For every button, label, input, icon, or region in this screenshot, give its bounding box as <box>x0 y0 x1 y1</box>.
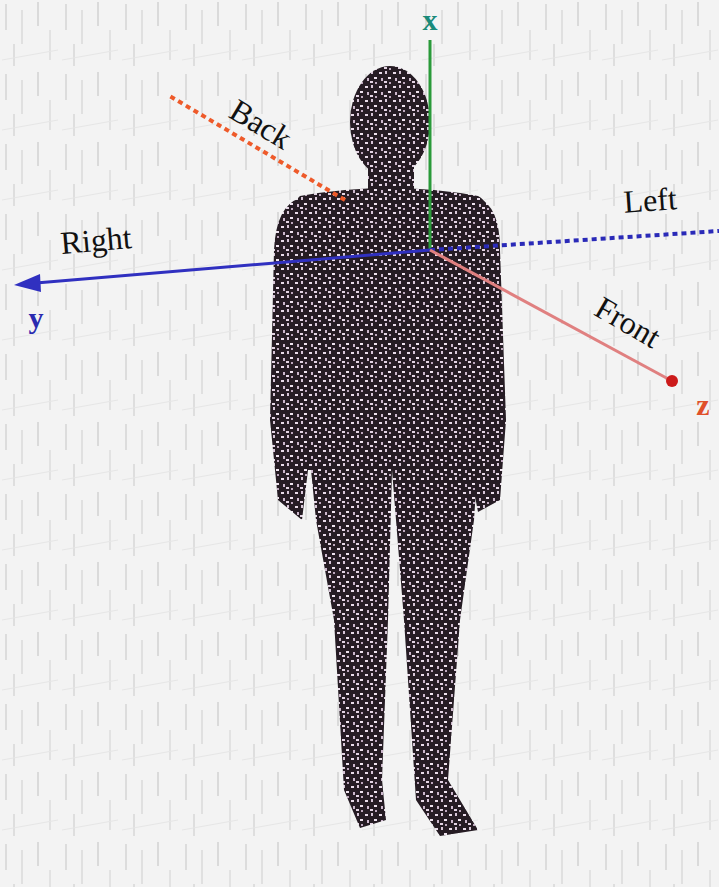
z-end-dot <box>666 375 678 387</box>
direction-label: Left <box>622 182 677 218</box>
y-arrowhead <box>14 274 41 292</box>
axis-letter: z <box>696 390 709 420</box>
axis-letter: y <box>29 303 44 333</box>
left-axis <box>430 231 719 250</box>
direction-label: Right <box>59 221 133 259</box>
z-axis <box>430 250 672 381</box>
human-figure <box>270 66 506 836</box>
x-axis <box>429 40 432 250</box>
axis-letter: x <box>423 5 438 35</box>
